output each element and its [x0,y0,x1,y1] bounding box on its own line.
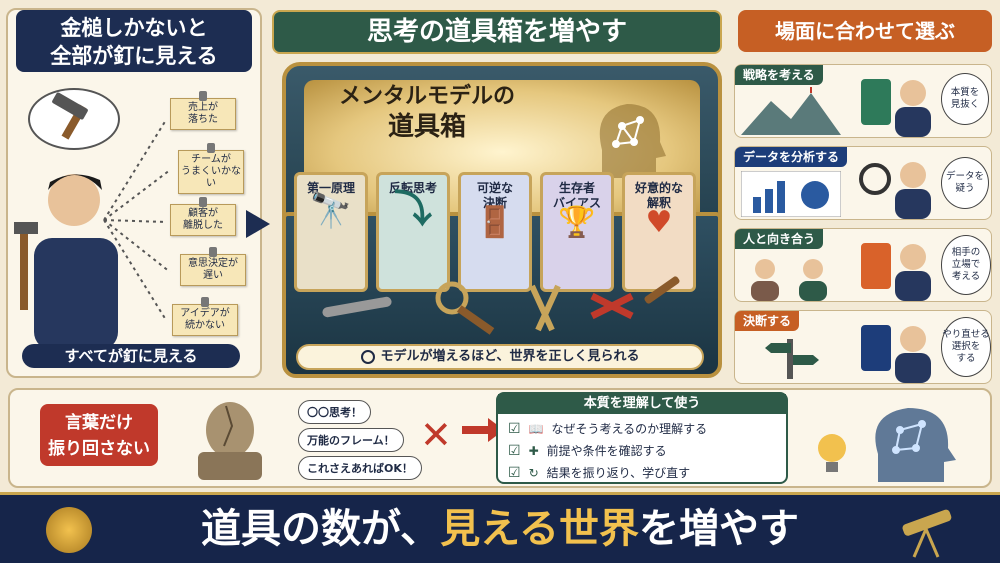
dotted-arrows [103,119,171,321]
speech-bubble-1: 〇〇思考！ [298,400,371,424]
person-magnifier [859,162,931,219]
footer-slogan: 道具の数が、見える世界を増やす [200,506,799,552]
footer-banner: 道具の数が、見える世界を増やす [0,492,1000,563]
scene-strategy: 戦略を考える 本質を 見抜く [734,64,992,138]
scene-decision: 決断する やり直せる 選択を する [734,310,992,384]
lightbulb-brain-icon [818,408,956,482]
trophy-icon: 🏆 [558,205,596,240]
warning-tag: 言葉だけ 振り回さない [40,404,158,466]
crumbling-statue-icon [198,402,262,480]
person-heart-card [861,243,931,301]
model-card-charitable-interpretation[interactable]: 好意的な 解釈♥ [622,172,696,292]
speech-bubble-2: 万能のフレーム！ [298,428,404,452]
nail-note-5: アイデアが 続かない [172,297,238,336]
thought-bubble [28,88,120,150]
checkbox-icon: ☑ [508,421,521,437]
network-icon [360,349,375,364]
hammer-panel-footer: すべてが釘に見える [22,344,240,368]
scene-data-analysis: データを分析する データを 疑う [734,146,992,220]
arrow-right-icon [462,426,492,434]
person-telescope [861,79,931,137]
model-card-inversion[interactable]: 反転思考⤵ [376,172,450,292]
cross-icon: ✕ [420,413,452,457]
proper-use-box: 本質を理解して使う ☑📖なぜそう考えるのか理解する ☑✚前提や条件を確認する ☑… [496,392,788,484]
toolbox-caption: モデルが増えるほど、世界を正しく見られる [296,344,704,370]
nail-note-4: 意思決定が 遅い [180,247,246,286]
nail-note-1: 売上が 落ちた [170,91,236,130]
checkbox-icon: ☑ [508,443,521,459]
chart-icon [741,171,841,217]
model-card-first-principles[interactable]: 第一原理🔭 [294,172,368,292]
u-turn-arrow-icon: ⤵ [393,187,432,231]
use-item: ☑✚前提や条件を確認する [498,440,786,462]
door-icon: 🚪 [476,205,514,240]
puzzle-icon: ✚ [528,444,539,458]
refresh-icon: ↻ [528,466,539,480]
scene-people: 人と向き合う 相手の 立場で 考える [734,228,992,302]
checkbox-icon: ☑ [508,465,521,481]
signpost-icon [765,339,819,379]
nail-note-2: チームが うまくいかない [178,143,244,194]
arrow-right-icon [246,210,270,238]
heart-hands-icon: ♥ [645,205,673,240]
use-item: ☑📖なぜそう考えるのか理解する [498,418,786,440]
toolbox: メンタルモデルの 道具箱 第一原理🔭 反転思考⤵ 可逆な 決断🚪 生存者 バイア… [282,62,722,378]
speech-bubble-3: これさえあればOK！ [298,456,422,480]
use-item: ☑↻結果を振り返り、学び直す [498,462,786,484]
hammer-icon [52,92,88,140]
nail-note-3: 顧客が 離脱した [170,197,236,236]
model-card-reversible-decision[interactable]: 可逆な 決断🚪 [458,172,532,292]
scenes-title: 場面に合わせて選ぶ [738,10,992,52]
person-with-hammer [14,174,118,350]
globe-icon [46,507,92,553]
toolbox-title: 思考の道具箱を増やす [272,10,722,54]
book-icon: 📖 [528,422,544,436]
mountain-icon [741,87,841,135]
two-people-icon [751,259,827,301]
telescope-icon [902,509,952,558]
toolbox-heading: メンタルモデルの 道具箱 [338,84,515,142]
telescope-icon: 🔭 [309,191,353,231]
brain-network-icon [599,104,666,178]
model-card-survivorship-bias[interactable]: 生存者 バイアス🏆 [540,172,614,292]
person-door-card [861,325,931,383]
hammer-panel-title: 金槌しかないと 全部が釘に見える [16,10,252,72]
tools-icons [322,276,680,335]
